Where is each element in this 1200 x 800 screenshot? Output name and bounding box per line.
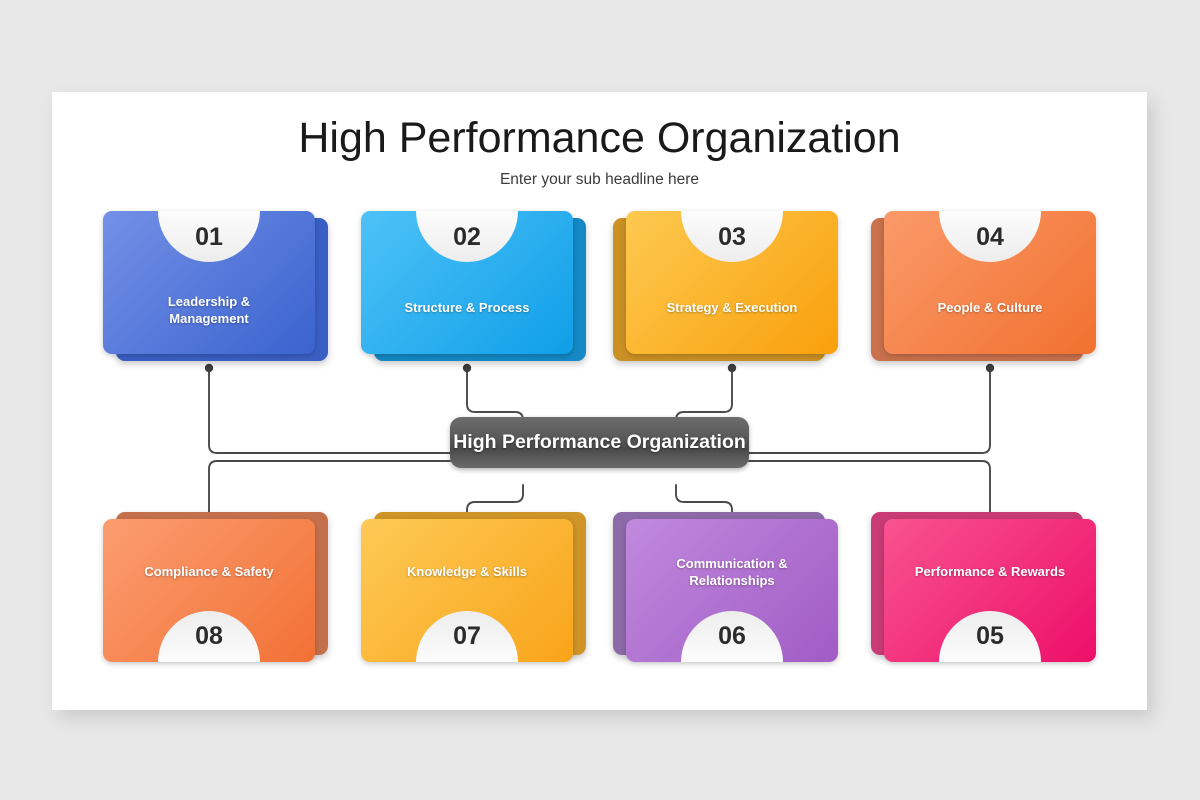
card-07[interactable]: 07 Knowledge & Skills	[361, 512, 586, 662]
card-04[interactable]: 04 People & Culture	[871, 211, 1096, 361]
card-02[interactable]: 02 Structure & Process	[361, 211, 586, 361]
card-04-number: 04	[976, 223, 1004, 251]
card-04-face[interactable]: 04 People & Culture	[884, 211, 1096, 354]
connector-dot-card-4	[985, 363, 995, 373]
card-06-face[interactable]: 06 Communication &Relationships	[626, 519, 838, 662]
connector-card-1	[208, 367, 451, 454]
card-06[interactable]: 06 Communication &Relationships	[613, 512, 838, 662]
connector-card-4	[748, 367, 991, 454]
center-node-label: High Performance Organization	[453, 431, 746, 453]
card-05-label: Performance & Rewards	[914, 564, 1066, 579]
card-01-face[interactable]: 01 Leadership &Management	[103, 211, 315, 354]
card-07-number: 07	[453, 622, 481, 650]
card-01[interactable]: 01 Leadership &Management	[103, 211, 328, 361]
card-06-label: Communication &Relationships	[676, 556, 788, 588]
card-05-number: 05	[976, 622, 1004, 650]
card-05[interactable]: 05 Performance & Rewards	[871, 512, 1096, 662]
card-05-face[interactable]: 05 Performance & Rewards	[884, 519, 1096, 662]
center-node[interactable]: High Performance Organization	[450, 417, 749, 468]
slide-canvas: High Performance Organization Enter your…	[52, 92, 1147, 710]
card-04-label: People & Culture	[937, 300, 1043, 315]
connector-dot-card-2	[462, 363, 472, 373]
connector-dot-card-3	[727, 363, 737, 373]
card-03-label: Strategy & Execution	[666, 300, 798, 315]
card-08[interactable]: 08 Compliance & Safety	[103, 512, 328, 662]
card-03-face[interactable]: 03 Strategy & Execution	[626, 211, 838, 354]
card-06-number: 06	[718, 622, 746, 650]
card-03[interactable]: 03 Strategy & Execution	[613, 211, 838, 361]
card-01-label: Leadership &Management	[167, 294, 251, 326]
card-02-label: Structure & Process	[404, 300, 530, 315]
card-02-face[interactable]: 02 Structure & Process	[361, 211, 573, 354]
card-01-number: 01	[195, 223, 223, 251]
card-07-face[interactable]: 07 Knowledge & Skills	[361, 519, 573, 662]
card-08-label: Compliance & Safety	[144, 564, 274, 579]
page-title: High Performance Organization	[298, 114, 901, 162]
card-07-label: Knowledge & Skills	[407, 564, 527, 579]
card-08-face[interactable]: 08 Compliance & Safety	[103, 519, 315, 662]
card-03-number: 03	[718, 223, 746, 251]
card-08-number: 08	[195, 622, 223, 650]
page-subtitle: Enter your sub headline here	[499, 171, 700, 188]
card-02-number: 02	[453, 223, 481, 251]
connector-dot-card-1	[204, 363, 214, 373]
